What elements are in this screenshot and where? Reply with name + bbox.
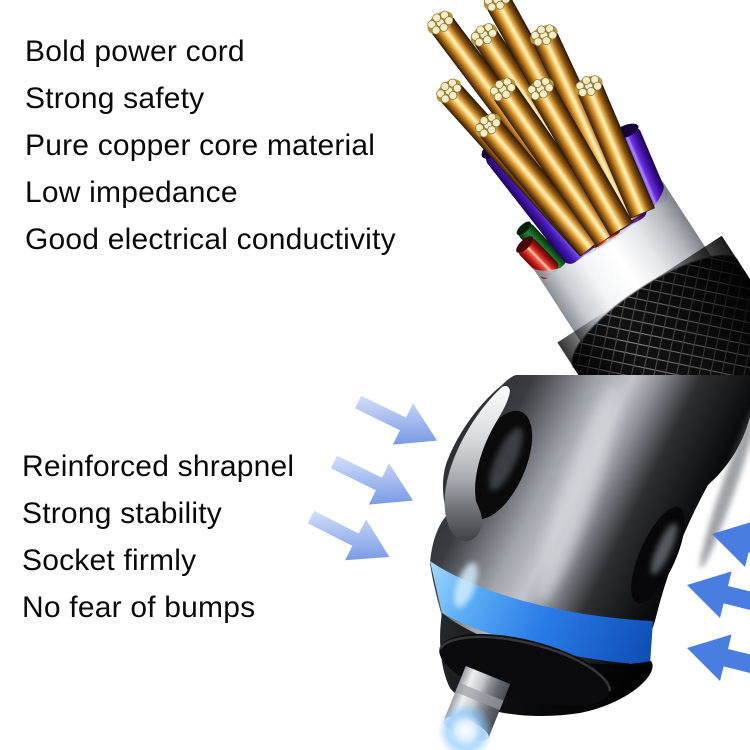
arrow-right-down-icon — [354, 395, 438, 445]
arrow-left-up-icon — [712, 520, 750, 567]
bottom-disc — [439, 633, 611, 707]
feature-line: Reinforced shrapnel — [22, 450, 295, 483]
feature-line: Bold power cord — [25, 35, 245, 68]
braided-jacket — [557, 235, 750, 410]
arrow-left-up-icon — [687, 634, 750, 681]
feature-line: Low impedance — [25, 176, 238, 209]
arrow-right-down-icon — [307, 510, 390, 561]
feature-line: Good electrical conductivity — [25, 223, 396, 256]
chrome-clip — [444, 386, 510, 541]
white-sheath — [529, 174, 750, 410]
charger-nose-cone — [440, 613, 653, 716]
feature-line: Pure copper core material — [25, 129, 376, 162]
feature-line: Strong safety — [25, 82, 205, 115]
cable-feature-list: Bold power cord Strong safety Pure coppe… — [25, 28, 396, 263]
blue-ring-band — [430, 561, 653, 665]
car-charger-image — [430, 375, 750, 750]
feature-line: Socket firmly — [22, 544, 197, 577]
feature-line: Strong stability — [22, 497, 222, 530]
arrow-right-down-icon — [330, 455, 414, 505]
charger-body — [430, 375, 750, 707]
insulated-wires — [481, 77, 668, 279]
arrow-left-up-icon — [687, 571, 750, 618]
charger-feature-list: Reinforced shrapnel Strong stability Soc… — [22, 443, 294, 631]
clip-opening — [463, 410, 533, 520]
copper-core-bundles — [422, 0, 656, 257]
right-clip-notch — [631, 506, 685, 604]
led-glow — [437, 702, 494, 750]
cable-cross-section-image — [422, 0, 750, 410]
feature-line: No fear of bumps — [22, 591, 256, 624]
contact-nub — [437, 666, 511, 750]
